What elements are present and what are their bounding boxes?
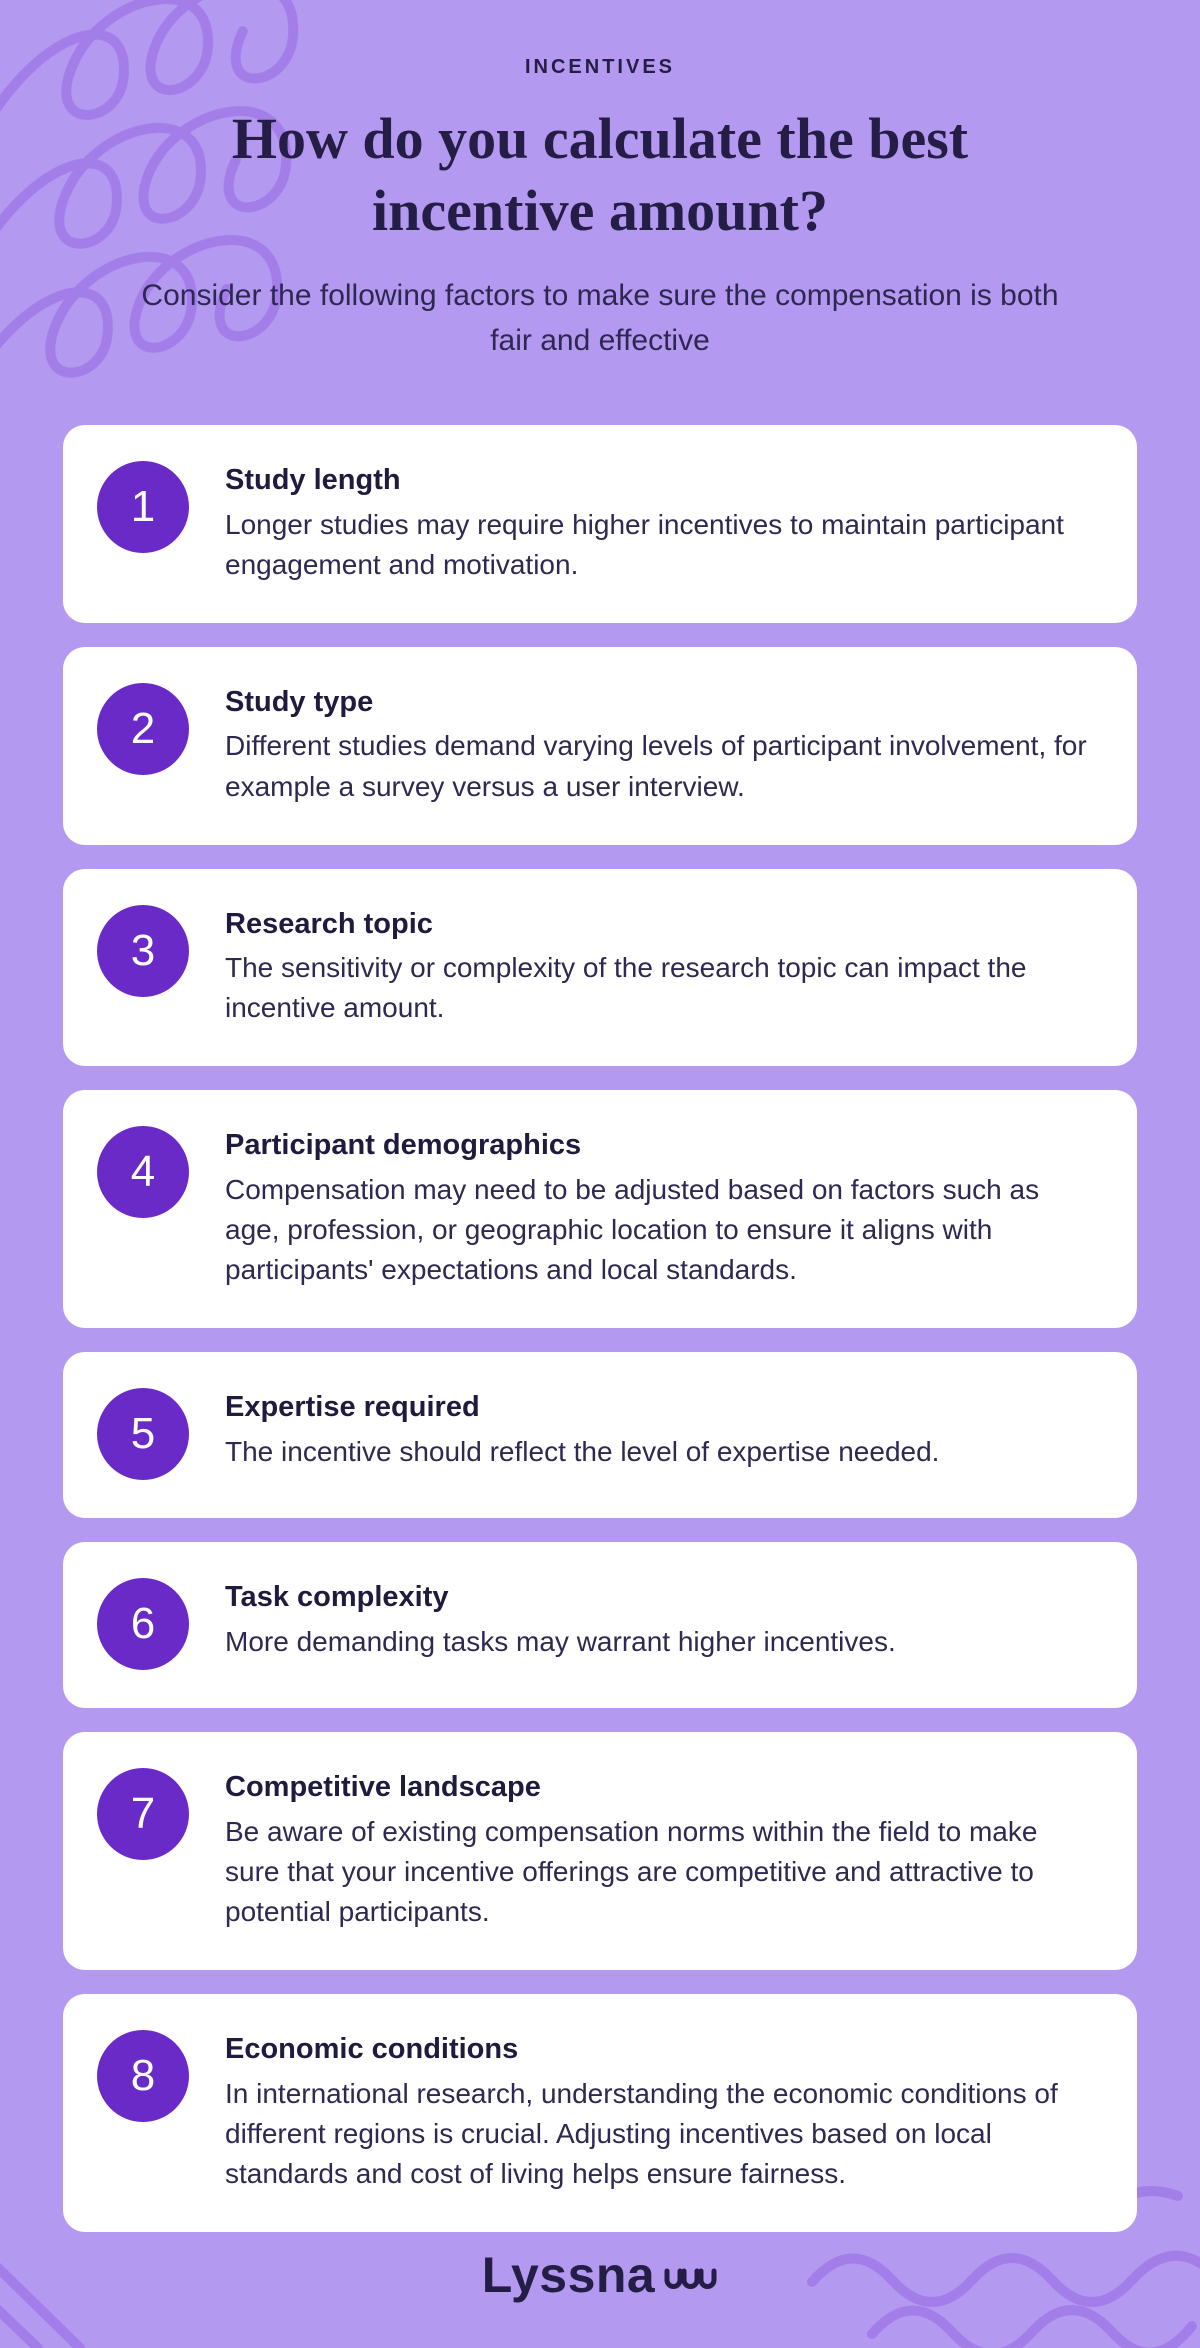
card-body: Different studies demand varying levels … [225,730,1087,802]
step-number: 3 [130,925,156,975]
brand-footer: Lyssna [63,2250,1137,2300]
step-number: 5 [130,1409,156,1459]
card-body: Longer studies may require higher incent… [225,508,1064,580]
card-body: The sensitivity or complexity of the res… [225,952,1027,1024]
factor-card-list: 1 Study length Longer studies may requir… [63,424,1137,2233]
card-text: Task complexity More demanding tasks may… [225,1578,896,1662]
step-number-badge: 8 [97,2030,189,2123]
step-number-badge: 2 [97,682,189,775]
factor-card-economic-conditions: 8 Economic conditions In international r… [63,1994,1137,2233]
card-body: Be aware of existing compensation norms … [225,1816,1038,1928]
card-title: Research topic [225,907,433,940]
card-body: Compensation may need to be adjusted bas… [225,1174,1040,1286]
card-text: Competitive landscape Be aware of existi… [225,1768,1093,1932]
factor-card-study-type: 2 Study type Different studies demand va… [63,646,1137,845]
brand-wordmark: Lyssna [481,2247,656,2304]
factor-card-competitive-landscape: 7 Competitive landscape Be aware of exis… [63,1732,1137,1971]
factor-card-research-topic: 3 Research topic The sensitivity or comp… [63,868,1137,1067]
card-body: In international research, understanding… [225,2077,1058,2190]
card-text: Research topic The sensitivity or comple… [225,905,1093,1029]
card-text: Expertise required The incentive should … [225,1388,939,1472]
header: INCENTIVES How do you calculate the best… [63,56,1137,363]
card-title: Expertise required [225,1391,480,1424]
card-title: Competitive landscape [225,1771,541,1804]
eyebrow-label: INCENTIVES [524,56,676,78]
step-number: 8 [130,2051,156,2101]
card-title: Task complexity [225,1581,449,1614]
step-number: 2 [130,703,156,753]
step-number: 1 [130,481,156,531]
card-title: Study type [225,685,374,718]
step-number-badge: 6 [97,1578,189,1671]
card-text: Study length Longer studies may require … [225,461,1093,585]
card-title: Economic conditions [225,2033,519,2066]
card-text: Participant demographics Compensation ma… [225,1126,1093,1290]
step-number-badge: 5 [97,1388,189,1481]
factor-card-task-complexity: 6 Task complexity More demanding tasks m… [63,1542,1137,1709]
step-number-badge: 4 [97,1126,189,1219]
step-number-badge: 1 [97,460,189,553]
factor-card-expertise-required: 5 Expertise required The incentive shoul… [63,1352,1137,1519]
step-number: 6 [130,1599,156,1649]
card-title: Study length [225,463,401,496]
page-subtitle: Consider the following factors to make s… [141,278,1059,357]
card-body: More demanding tasks may warrant higher … [225,1626,896,1658]
step-number: 4 [130,1147,156,1197]
factor-card-participant-demographics: 4 Participant demographics Compensation … [63,1090,1137,1329]
card-text: Study type Different studies demand vary… [225,683,1093,807]
waveform-icon [664,2268,717,2290]
card-body: The incentive should reflect the level o… [225,1436,940,1468]
card-title: Participant demographics [225,1129,582,1162]
page-title: How do you calculate the best incentive … [231,106,969,243]
card-text: Economic conditions In international res… [225,2030,1093,2194]
step-number-badge: 7 [97,1768,189,1861]
step-number-badge: 3 [97,904,189,997]
factor-card-study-length: 1 Study length Longer studies may requir… [63,424,1137,623]
step-number: 7 [130,1789,156,1839]
